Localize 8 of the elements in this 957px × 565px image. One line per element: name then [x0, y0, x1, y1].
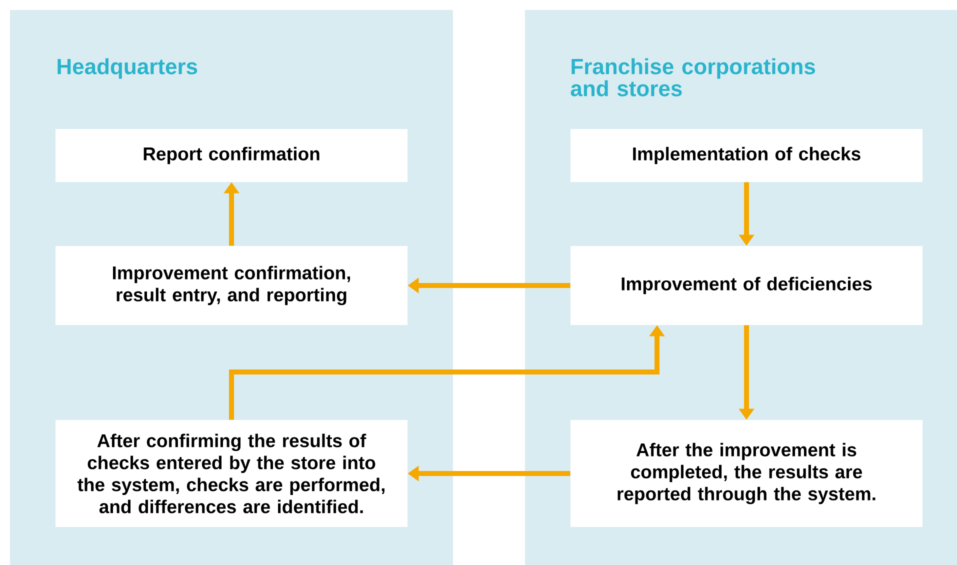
process-box: Implementation of checks: [570, 129, 922, 182]
process-box: Improvement confirmation, result entry, and reporting: [56, 246, 408, 325]
process-box: After confirming the results of checks entered by the store into the system, checks are performed, and differences are identified.: [56, 420, 408, 527]
process-box: Improvement of deficiencies: [570, 246, 922, 325]
process-box: After the improvement is completed, the results are reported through the system.: [570, 420, 922, 527]
process-box: Report confirmation: [56, 129, 408, 182]
panel-title: Franchise corporations and stores: [570, 58, 816, 96]
panel-title: Headquarters: [58, 58, 198, 79]
